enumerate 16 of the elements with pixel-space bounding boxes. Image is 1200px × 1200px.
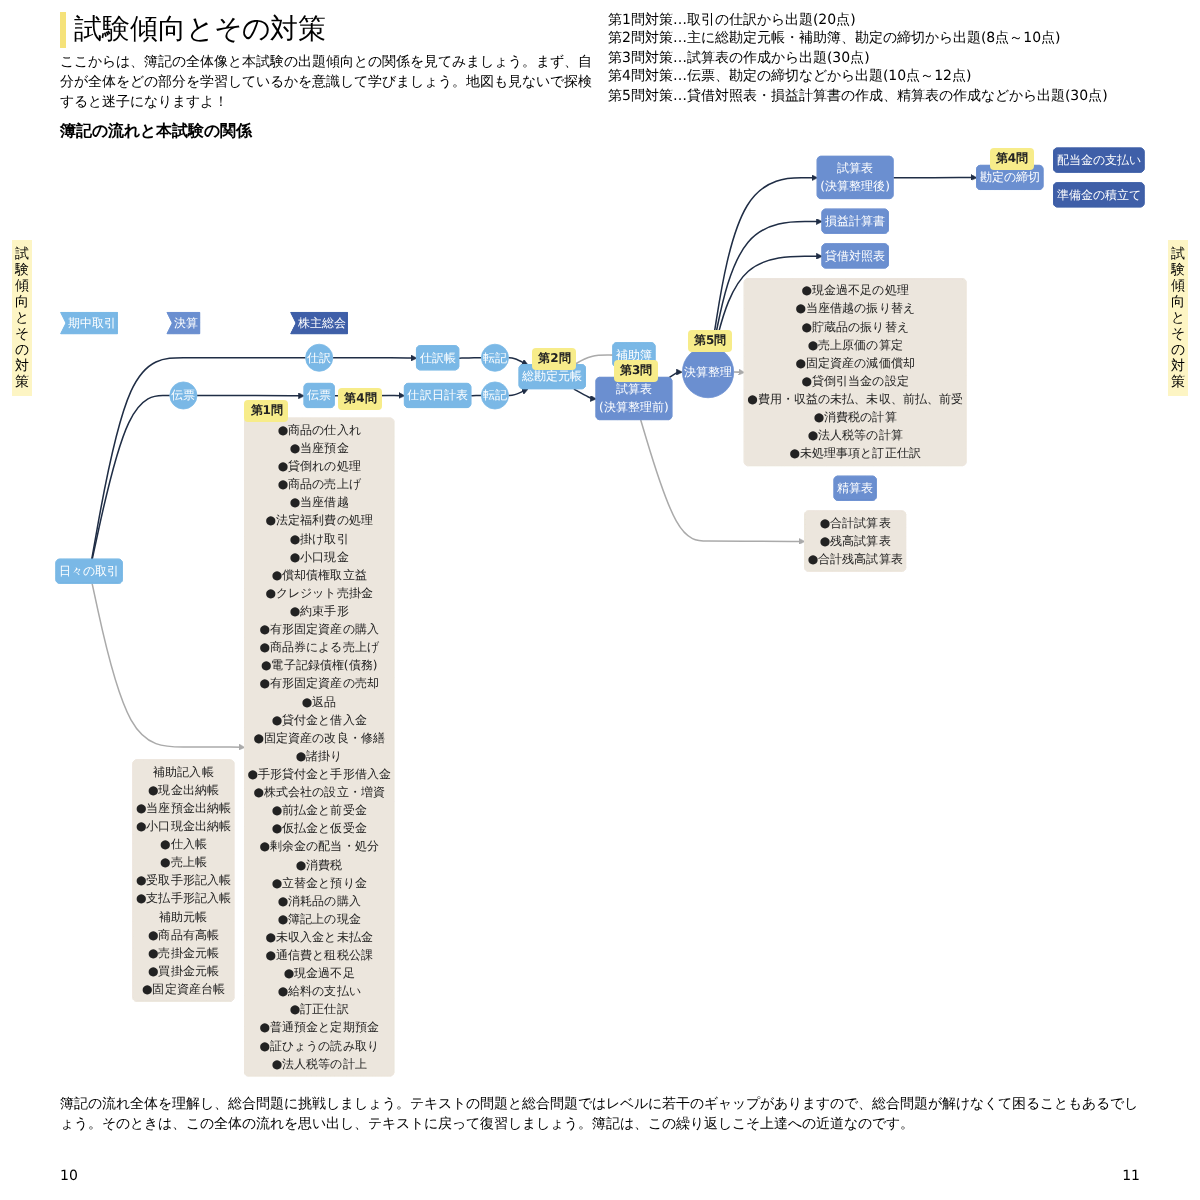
arrow — [196, 393, 305, 400]
connector — [91, 395, 171, 562]
arrow — [507, 389, 529, 397]
arrow — [507, 357, 529, 366]
connector — [90, 357, 307, 562]
arrow — [639, 420, 806, 546]
section-heading: 簿記の流れと本試験の関係 — [60, 120, 254, 143]
arrow — [91, 583, 246, 752]
connector — [573, 355, 614, 367]
arrow — [332, 355, 418, 363]
arrow — [732, 369, 745, 377]
arrow — [573, 389, 597, 403]
arrow — [892, 174, 978, 182]
connector — [458, 357, 483, 360]
page-title: 試験傾向とその対策 — [60, 12, 592, 48]
arrow — [668, 369, 683, 380]
